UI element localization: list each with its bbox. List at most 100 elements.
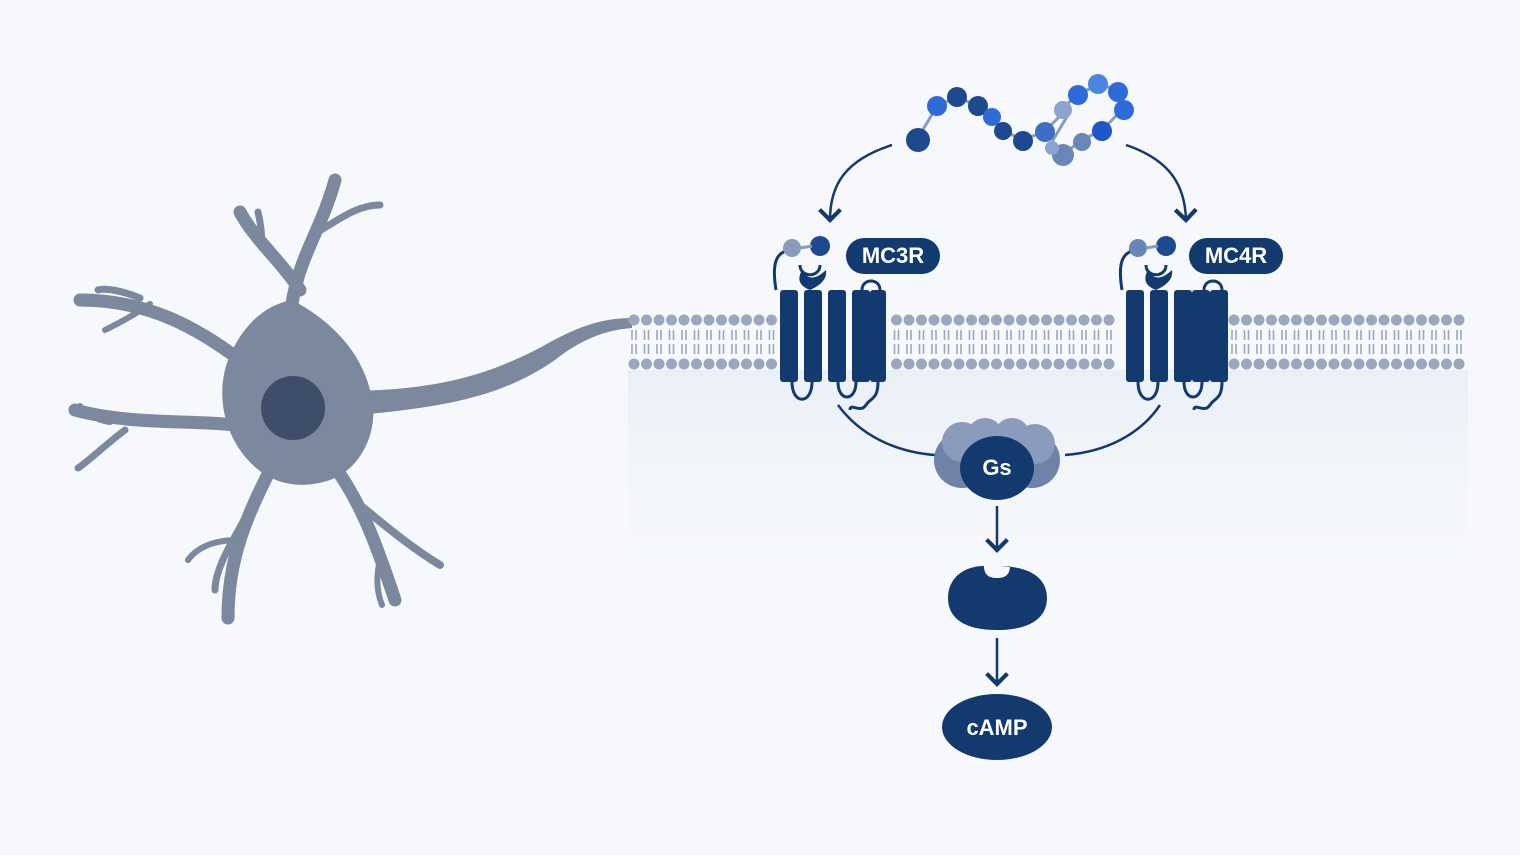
lipid-head: [1253, 314, 1265, 326]
lipid-head: [653, 314, 665, 326]
lipid-head: [891, 358, 902, 370]
neuron-icon: [68, 173, 632, 625]
lipid-head: [716, 358, 727, 370]
label-mc4r: MC4R: [1189, 238, 1283, 274]
nucleus: [261, 376, 325, 440]
lipid-head: [1078, 314, 1090, 326]
lipid-head: [1278, 314, 1290, 326]
lipid-head: [703, 314, 715, 326]
lipid-head: [1303, 358, 1315, 370]
peptide-chain-icon: [906, 74, 1134, 166]
lipid-head: [628, 314, 640, 326]
label-mc3r: MC3R: [846, 238, 940, 274]
lipid-head: [916, 314, 927, 326]
receptor-mc3r: [772, 236, 886, 411]
lipid-head: [691, 358, 702, 370]
cytoplasm-shading: [628, 370, 1468, 610]
lipid-head: [741, 314, 752, 326]
bound-ligand-bead: [1156, 236, 1176, 256]
lipid-head: [978, 314, 990, 326]
lipid-head: [766, 314, 777, 326]
bound-ligand-bead: [1129, 239, 1147, 257]
lipid-head: [1028, 314, 1040, 326]
lipid-head: [1378, 314, 1390, 326]
lipid-head: [1403, 314, 1415, 326]
lipid-head: [1041, 358, 1052, 370]
lipid-head: [1303, 314, 1315, 326]
lipid-head: [1091, 358, 1102, 370]
label-mc3r-text: MC3R: [862, 243, 924, 268]
lipid-head: [1391, 358, 1402, 370]
lipid-head: [1053, 314, 1065, 326]
lipid-head: [766, 358, 777, 370]
lipid-head: [641, 358, 652, 370]
lipid-head: [1066, 314, 1077, 326]
lipid-bilayer-icon: [628, 314, 1465, 370]
lipid-head: [966, 314, 977, 326]
lipid-head: [1003, 314, 1015, 326]
lipid-head: [941, 358, 952, 370]
lipid-head: [716, 314, 727, 326]
lipid-head: [953, 358, 965, 370]
camp-node: cAMP: [942, 694, 1052, 760]
lipid-head: [1391, 314, 1402, 326]
lipid-head: [903, 358, 915, 370]
lipid-head: [641, 314, 652, 326]
lipid-head: [1016, 358, 1027, 370]
gs-label: Gs: [982, 455, 1011, 480]
lipid-head: [1441, 314, 1452, 326]
curve-mc4r-to-gs: [1064, 404, 1162, 457]
lipid-head: [1078, 358, 1090, 370]
lipid-head: [953, 314, 965, 326]
binding-pocket: [1145, 270, 1173, 290]
lipid-head: [1453, 358, 1465, 370]
receptor-mc4r: [1118, 236, 1228, 411]
lipid-head: [1353, 314, 1365, 326]
lipid-head: [1066, 358, 1077, 370]
lipid-head: [728, 358, 740, 370]
lipid-head: [1041, 314, 1052, 326]
lipid-head: [1316, 358, 1327, 370]
lipid-head: [1453, 314, 1465, 326]
lipid-head: [1366, 314, 1377, 326]
lipid-head: [678, 358, 690, 370]
lipid-head: [1028, 358, 1040, 370]
lipid-head: [978, 358, 990, 370]
curve-mc3r-to-gs: [836, 404, 936, 457]
lipid-head: [941, 314, 952, 326]
lipid-head: [1241, 314, 1252, 326]
lipid-head: [666, 314, 677, 326]
adenylyl-cyclase-icon: [948, 566, 1047, 630]
lipid-head: [741, 358, 752, 370]
lipid-head: [1328, 314, 1340, 326]
lipid-head: [903, 314, 915, 326]
lipid-head: [1016, 314, 1027, 326]
lipid-head: [753, 314, 765, 326]
lipid-head: [928, 314, 940, 326]
lipid-head: [1241, 358, 1252, 370]
label-mc4r-text: MC4R: [1205, 243, 1267, 268]
lipid-head: [1003, 358, 1015, 370]
lipid-head: [1228, 358, 1240, 370]
bound-ligand-bead: [783, 239, 801, 257]
lipid-head: [1228, 314, 1240, 326]
bound-ligand-bead: [810, 236, 830, 256]
lipid-head: [1291, 358, 1302, 370]
lipid-head: [728, 314, 740, 326]
lipid-head: [1341, 358, 1352, 370]
lipid-head: [1428, 358, 1440, 370]
lipid-head: [1378, 358, 1390, 370]
lipid-head: [1428, 314, 1440, 326]
lipid-head: [1103, 358, 1115, 370]
lipid-head: [1328, 358, 1340, 370]
lipid-head: [628, 358, 640, 370]
lipid-head: [1103, 314, 1115, 326]
lipid-head: [1316, 314, 1327, 326]
lipid-head: [1291, 314, 1302, 326]
lipid-head: [653, 358, 665, 370]
lipid-head: [1091, 314, 1102, 326]
lipid-head: [1278, 358, 1290, 370]
lipid-head: [1266, 358, 1277, 370]
